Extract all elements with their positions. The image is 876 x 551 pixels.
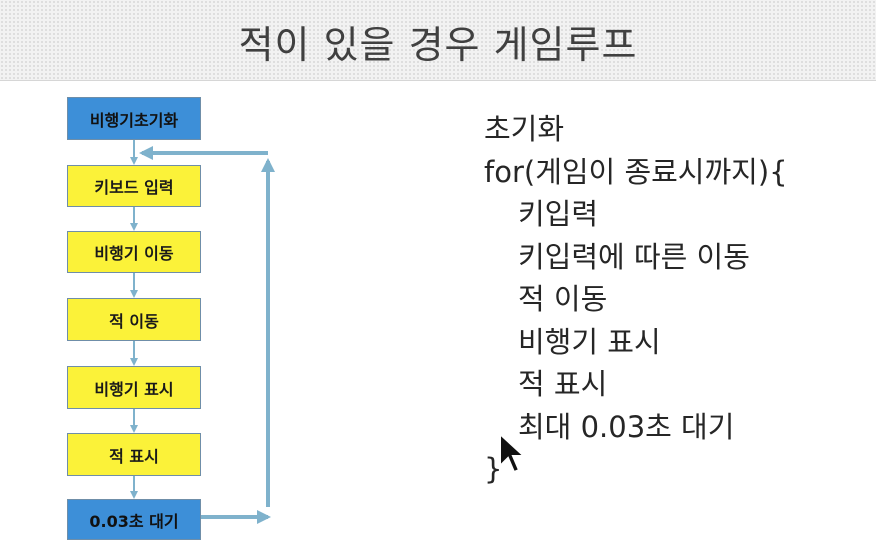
flow-box-init: 비행기초기화 <box>67 97 201 140</box>
code-line: 적 이동 <box>518 282 608 316</box>
code-line: 최대 0.03초 대기 <box>518 409 735 444</box>
code-line: 비행기 표시 <box>518 324 661 359</box>
mouse-cursor-icon <box>499 432 527 474</box>
title-bar: 적이 있을 경우 게임루프 <box>0 0 876 81</box>
code-line: for(게임이 종료시까지){ <box>484 154 788 189</box>
code-line: 초기화 <box>484 112 565 146</box>
pseudocode-block: 초기화 for(게임이 종료시까지){ 키입력 키입력에 따른 이동 적 이동 … <box>484 108 788 491</box>
code-line: } <box>484 452 503 486</box>
flow-box-plane-display: 비행기 표시 <box>67 366 201 409</box>
code-line: 키입력 <box>518 197 599 231</box>
flow-box-plane-move: 비행기 이동 <box>67 231 201 273</box>
flow-box-wait: 0.03초 대기 <box>67 499 201 540</box>
flow-box-enemy-move: 적 이동 <box>67 298 201 341</box>
code-line: 적 표시 <box>518 367 608 401</box>
code-line: 키입력에 따른 이동 <box>518 239 750 274</box>
slide-title: 적이 있을 경우 게임루프 <box>238 23 638 67</box>
flow-box-enemy-display: 적 표시 <box>67 433 201 476</box>
flow-box-keyboard-input: 키보드 입력 <box>67 165 201 207</box>
